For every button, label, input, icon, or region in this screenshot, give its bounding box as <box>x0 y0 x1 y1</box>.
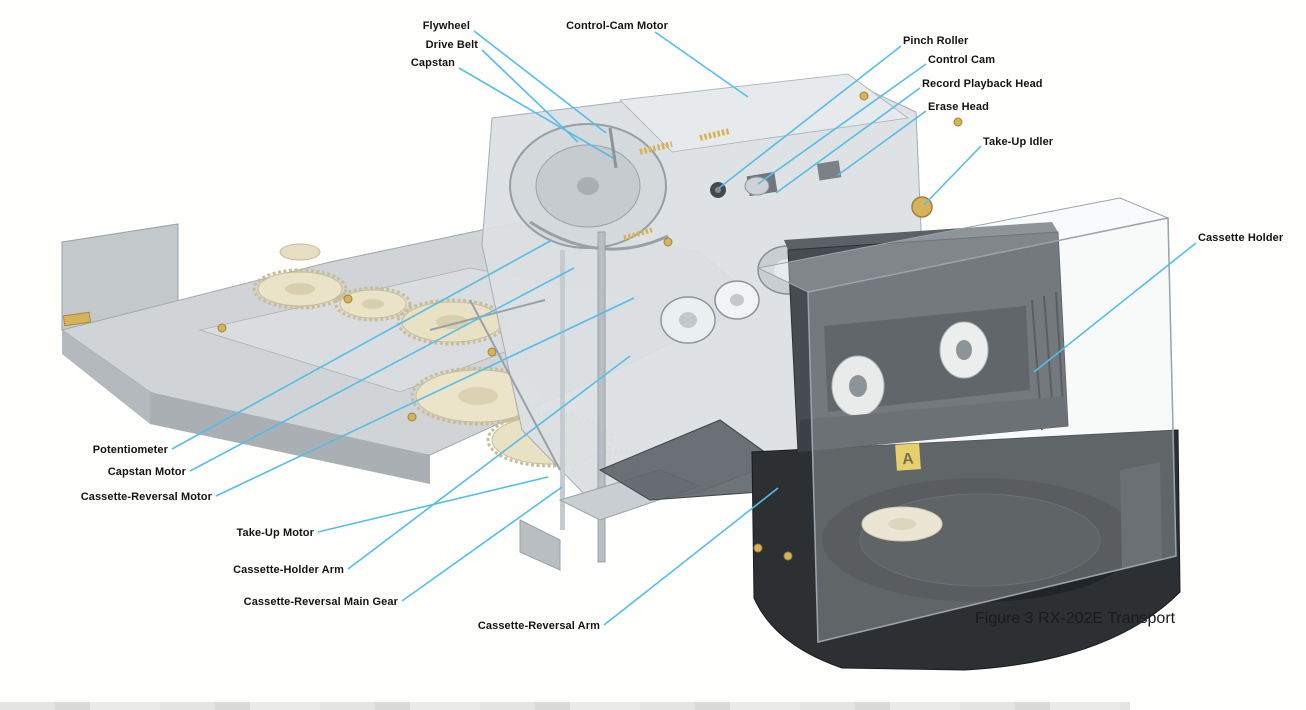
leader-line-control-cam-motor <box>654 31 749 98</box>
leader-line-take-up-idler <box>923 145 982 206</box>
cassette-base <box>751 429 1181 671</box>
figure-caption: Figure 3 RX-202E Transport <box>975 610 1176 627</box>
leader-line-cassette-holder <box>1033 242 1197 373</box>
leader-line-flywheel <box>473 30 607 134</box>
leader-line-record-playback-head <box>775 87 921 194</box>
leader-line-cassette-reversal-main-gear <box>401 486 563 602</box>
cassette-holder-glass <box>756 197 1177 643</box>
cassette-badge-a: A <box>902 451 915 469</box>
leader-line-potentiometer <box>171 239 553 450</box>
page-edge-artifact <box>0 702 1130 710</box>
leader-line-erase-head <box>837 110 927 176</box>
cassette: A <box>784 222 1069 471</box>
control-cam-part <box>744 176 770 196</box>
leader-line-capstan-motor <box>189 267 575 472</box>
erase-head-part <box>816 160 842 181</box>
leader-lines <box>171 30 1197 626</box>
leader-line-cassette-reversal-arm <box>603 487 779 626</box>
capstan-part <box>608 127 618 169</box>
leader-line-pinch-roller <box>718 45 902 189</box>
leader-line-control-cam <box>757 63 927 185</box>
leader-line-capstan <box>458 67 614 159</box>
leader-line-drive-belt <box>481 49 579 143</box>
screws <box>217 91 963 422</box>
leader-line-cassette-reversal-motor <box>215 297 635 497</box>
leader-line-cassette-holder-arm <box>347 355 631 570</box>
